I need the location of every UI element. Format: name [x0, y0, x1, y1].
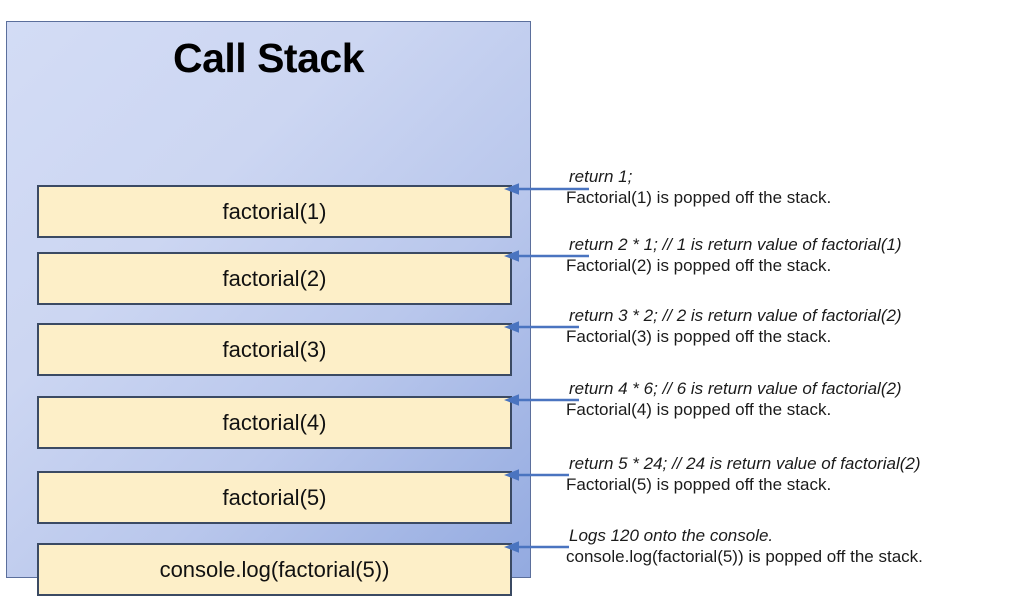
annotation-text: Factorial(4) is popped off the stack.: [566, 400, 832, 419]
annotation-code: return 3 * 2; // 2 is return value of fa…: [569, 306, 902, 325]
annotation-code: Logs 120 onto the console.: [569, 526, 774, 545]
annotation-text: Factorial(2) is popped off the stack.: [566, 256, 832, 275]
stack-frame-label: console.log(factorial(5)): [159, 556, 390, 582]
annotation-text: Factorial(3) is popped off the stack.: [566, 327, 832, 346]
annotation-text: Factorial(5) is popped off the stack.: [566, 475, 832, 494]
stack-frame-label: factorial(4): [222, 409, 327, 435]
annotation: Logs 120 onto the console. console.log(f…: [566, 525, 1024, 568]
stack-frame: factorial(1): [37, 185, 512, 238]
stack-frame: factorial(2): [37, 252, 512, 305]
annotation: return 2 * 1; // 1 is return value of fa…: [566, 234, 1024, 277]
annotation: return 4 * 6; // 6 is return value of fa…: [566, 378, 1024, 421]
stack-frame-label: factorial(2): [222, 265, 327, 291]
stack-frame: factorial(3): [37, 323, 512, 376]
annotation-code: return 5 * 24; // 24 is return value of …: [569, 454, 921, 473]
annotation-text: console.log(factorial(5)) is popped off …: [566, 547, 923, 566]
annotation-text: Factorial(1) is popped off the stack.: [566, 188, 832, 207]
annotation: return 1; Factorial(1) is popped off the…: [566, 166, 1024, 209]
stack-frame-label: factorial(5): [222, 484, 327, 510]
stack-frame-label: factorial(1): [222, 198, 327, 224]
annotation: return 5 * 24; // 24 is return value of …: [566, 453, 1024, 496]
annotation: return 3 * 2; // 2 is return value of fa…: [566, 305, 1024, 348]
stack-frame: factorial(5): [37, 471, 512, 524]
stack-frame: factorial(4): [37, 396, 512, 449]
stack-frame: console.log(factorial(5)): [37, 543, 512, 596]
annotation-code: return 1;: [569, 167, 633, 186]
call-stack-panel: Call Stack factorial(1) factorial(2) fac…: [6, 21, 531, 596]
stack-frame-label: factorial(3): [222, 336, 327, 362]
annotation-code: return 2 * 1; // 1 is return value of fa…: [569, 235, 902, 254]
annotation-code: return 4 * 6; // 6 is return value of fa…: [569, 379, 902, 398]
page-title: Call Stack: [173, 35, 365, 81]
